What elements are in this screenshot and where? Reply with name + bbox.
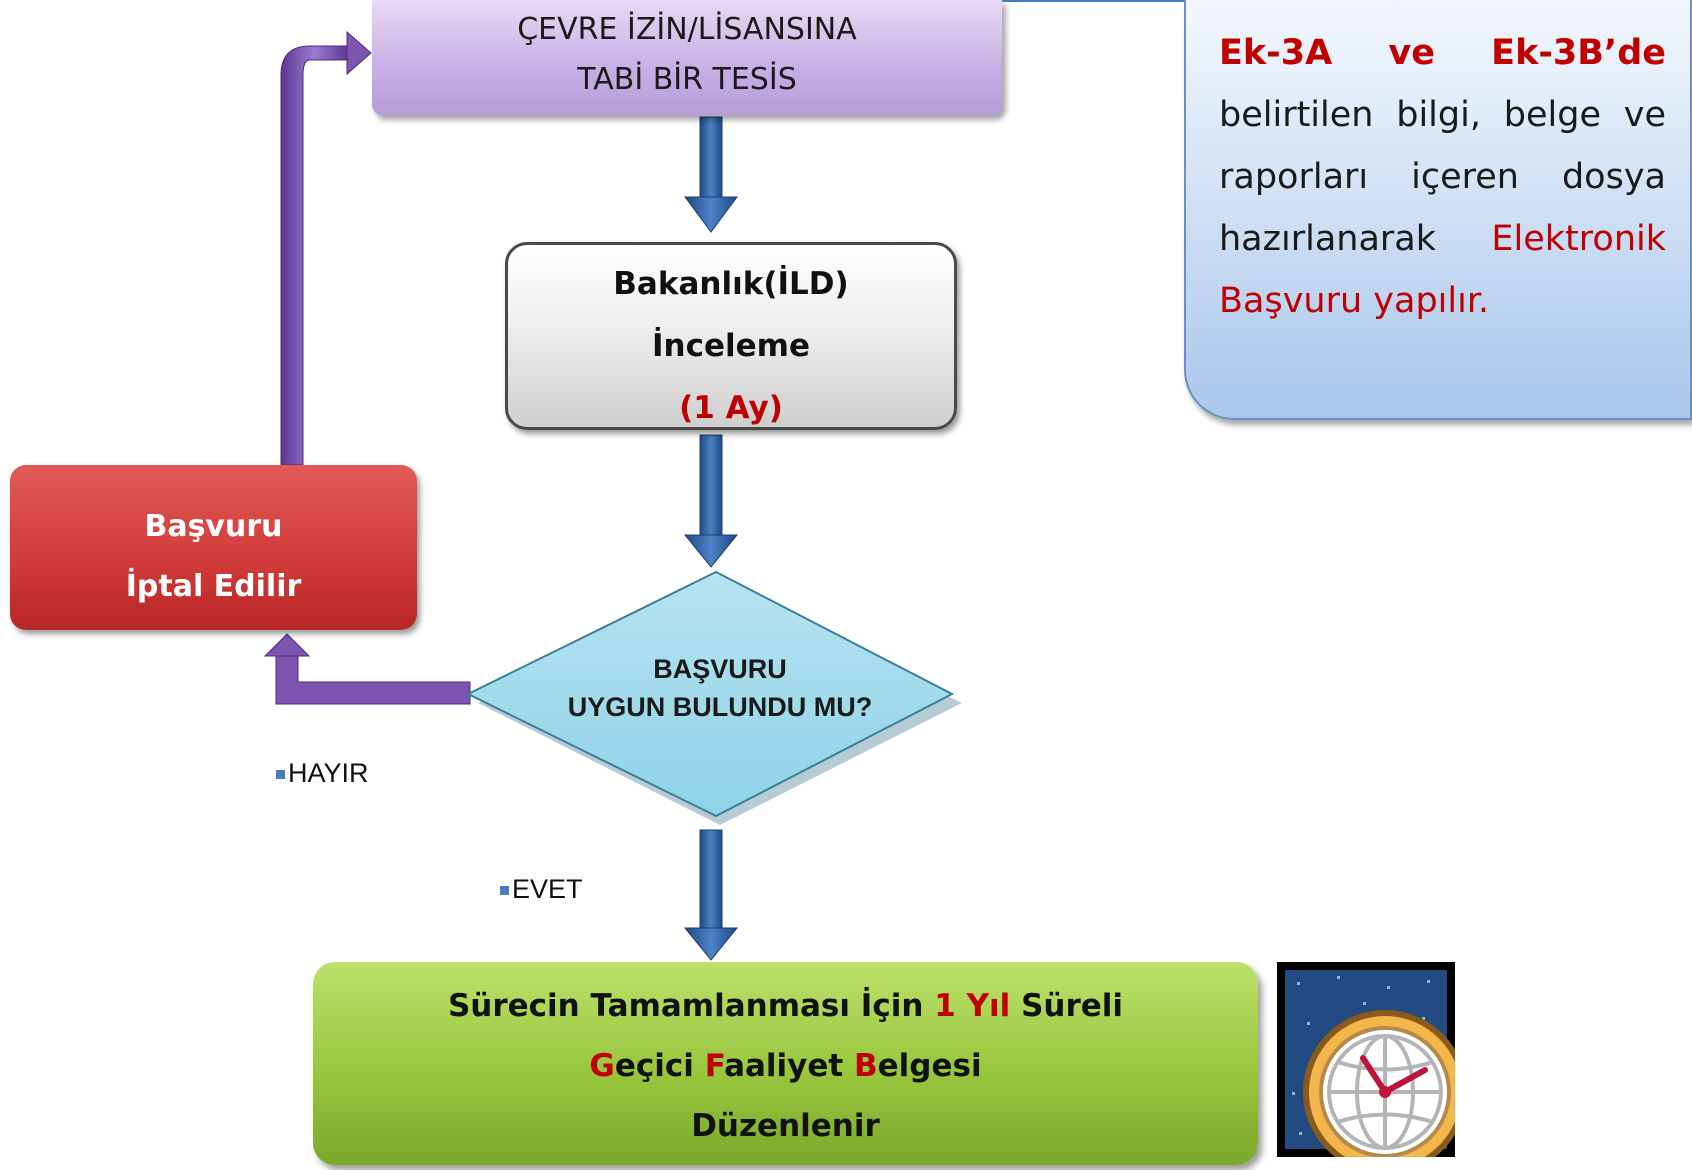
info-action: Elektronik Başvuru yapılır. [1219, 219, 1666, 321]
result-line-3: Düzenlenir [691, 1108, 880, 1144]
yes-branch-label: EVET [500, 874, 583, 905]
info-callout: Ek-3A ve Ek-3B’de belirtilen bilgi, belg… [1184, 0, 1692, 420]
no-branch-label: HAYIR [276, 758, 369, 789]
facility-line-2: TABİ BİR TESİS [577, 62, 797, 97]
facility-box: ÇEVRE İZİN/LİSANSINA TABİ BİR TESİS [372, 0, 1002, 115]
cancel-box: Başvuru İptal Edilir [10, 465, 417, 630]
result-l1-highlight: 1 Yıl [934, 988, 1011, 1024]
review-duration: (1 Ay) [679, 390, 783, 426]
result-faal: aaliyet [724, 1048, 854, 1084]
arrow-no-to-cancel [263, 633, 471, 705]
decision-label: BAŞVURU UYGUN BULUNDU MU? [480, 650, 960, 726]
result-line-1: Sürecin Tamamlanması İçin 1 Yıl Süreli [313, 976, 1258, 1036]
decision-line-1: BAŞVURU [653, 654, 787, 684]
no-label-text: HAYIR [288, 758, 369, 788]
result-geci: eçici [614, 1048, 705, 1084]
review-line-2: İnceleme [652, 328, 810, 364]
arrow-down-1 [684, 116, 738, 233]
bullet-icon [276, 770, 285, 780]
arrow-down-2 [683, 434, 739, 568]
result-initial-g: G [589, 1048, 615, 1084]
decision-diamond [465, 570, 962, 825]
result-initial-f: F [704, 1048, 725, 1084]
cancel-line-2: İptal Edilir [125, 569, 302, 604]
review-line-1: Bakanlık(İLD) [613, 266, 849, 302]
result-box: Sürecin Tamamlanması İçin 1 Yıl Süreli G… [313, 962, 1258, 1165]
result-l1-post: Süreli [1010, 988, 1124, 1024]
yes-label-text: EVET [512, 874, 583, 904]
facility-line-1: ÇEVRE İZİN/LİSANSINA [517, 12, 857, 47]
review-box: Bakanlık(İLD) İnceleme (1 Ay) [505, 242, 957, 430]
result-l1-pre: Sürecin Tamamlanması İçin [447, 988, 935, 1024]
bullet-icon [500, 886, 509, 896]
result-line-2: Geçici Faaliyet Belgesi [313, 1036, 1258, 1096]
decision-line-2: UYGUN BULUNDU MU? [567, 692, 873, 722]
result-initial-b: B [854, 1048, 878, 1084]
cancel-line-1: Başvuru [144, 509, 283, 544]
arrow-cancel-to-top [280, 30, 372, 466]
clock-globe-icon [1277, 962, 1467, 1170]
info-ek-ref: Ek-3A ve Ek-3B’de [1219, 33, 1666, 73]
arrow-down-3 [683, 829, 739, 961]
info-text: belirtilen bilgi, belge ve raporları içe… [1219, 95, 1666, 259]
result-belg: elgesi [877, 1048, 982, 1084]
